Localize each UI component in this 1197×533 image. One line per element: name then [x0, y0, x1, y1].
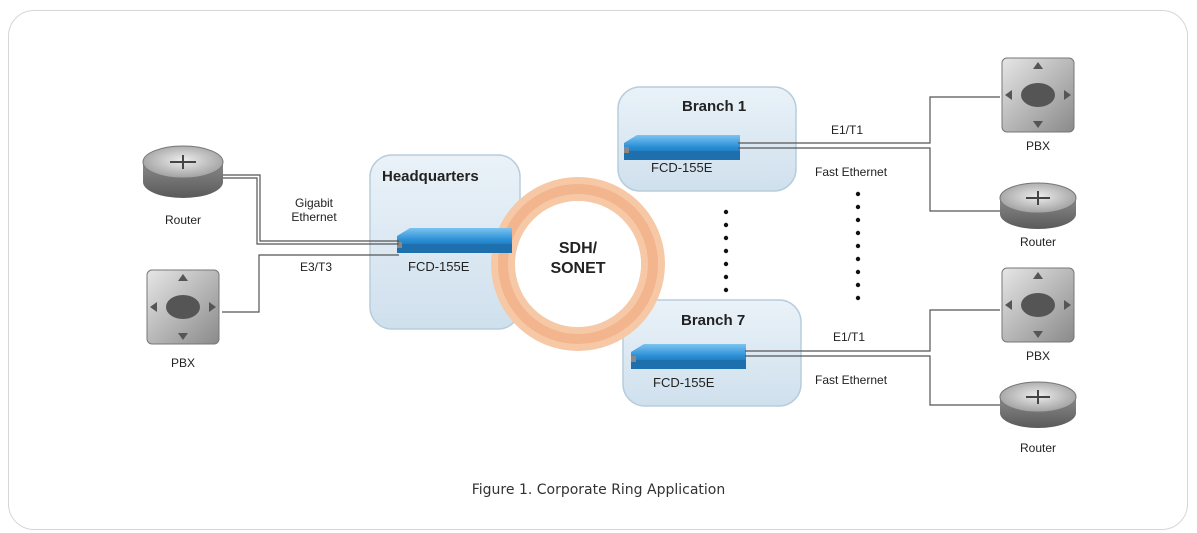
b7-router-label: Router [1020, 441, 1056, 455]
b1-fast-ethernet-label: Fast Ethernet [815, 165, 888, 179]
branch7-title: Branch 7 [681, 312, 745, 329]
branch7-links [745, 309, 1000, 406]
headquarters-title: Headquarters [382, 168, 479, 185]
hq-pbx-icon [146, 269, 220, 345]
b7-router-link [745, 355, 1000, 406]
e3t3-label: E3/T3 [300, 260, 332, 274]
b1-pbx-link [738, 96, 1000, 144]
b1-e1t1-label: E1/T1 [831, 123, 863, 137]
b7-fast-ethernet-label: Fast Ethernet [815, 373, 888, 387]
branch-ellipsis-dots [723, 191, 861, 301]
sdh-sonet-ring: SDH/ SONET [491, 177, 665, 351]
b7-e1t1-label: E1/T1 [833, 330, 865, 344]
b1-pbx-label: PBX [1026, 139, 1050, 153]
b1-router-link [738, 147, 1000, 212]
branch1-links [738, 96, 1000, 212]
b1-pbx-icon [1001, 57, 1075, 133]
hq-pbx-label: PBX [171, 356, 195, 370]
figure-frame [8, 10, 1188, 530]
ring-label-line1: SDH/ [559, 240, 598, 257]
b1-router-icon [999, 182, 1077, 229]
figure-caption: Figure 1. Corporate Ring Application [471, 482, 726, 498]
branch7-fcd-device-icon [631, 344, 746, 369]
hq-router-label: Router [165, 213, 201, 227]
hq-router-link [223, 174, 399, 242]
headquarters-device-label: FCD-155E [408, 259, 470, 274]
b7-pbx-label: PBX [1026, 349, 1050, 363]
branch7-device-label: FCD-155E [653, 375, 715, 390]
b1-router-label: Router [1020, 235, 1056, 249]
gigabit-label-line2: Ethernet [291, 210, 337, 224]
ring-label-line2: SONET [550, 260, 605, 277]
hq-links [222, 174, 399, 313]
b7-router-icon [999, 381, 1077, 428]
hq-router-link-2 [223, 177, 399, 245]
b7-pbx-icon [1001, 267, 1075, 343]
branch1-fcd-device-icon [624, 135, 740, 160]
b7-pbx-link [745, 309, 1000, 352]
hq-pbx-link [222, 254, 399, 313]
ring-center [515, 201, 641, 327]
branch1-device-label: FCD-155E [651, 160, 713, 175]
hq-fcd-device-icon [397, 228, 512, 253]
gigabit-label-line1: Gigabit [295, 196, 334, 210]
ring-core [498, 184, 658, 344]
branch1-title: Branch 1 [682, 98, 746, 115]
hq-router-icon [142, 145, 224, 198]
